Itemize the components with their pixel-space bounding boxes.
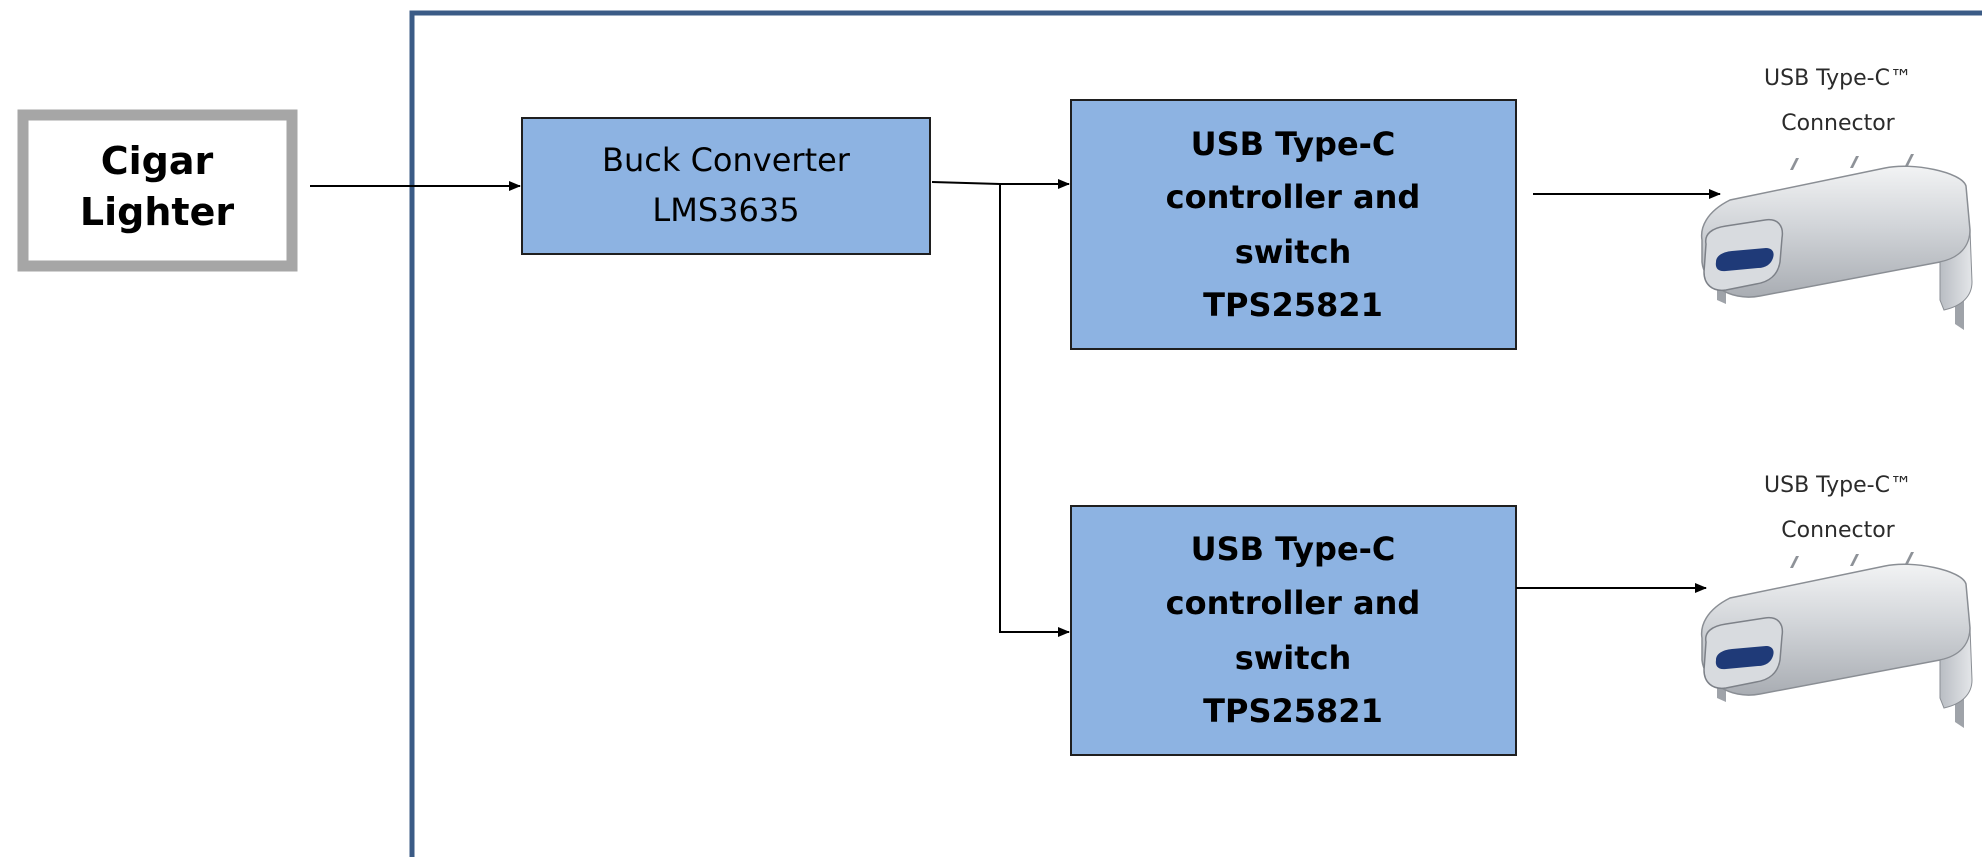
controller-block-1: USB Type-C controller and switch TPS2582… xyxy=(1070,99,1517,350)
usb-c-connector-2-image xyxy=(1700,552,1973,728)
controller-2-line-2: controller and xyxy=(1166,584,1421,622)
controller-block-2: USB Type-C controller and switch TPS2582… xyxy=(1070,505,1517,756)
controller-1-line-4: TPS25821 xyxy=(1203,286,1383,324)
arrow-buck-to-controller-2 xyxy=(999,184,1070,637)
controller-1-line-2: controller and xyxy=(1166,178,1421,216)
controller-1-line-3: switch xyxy=(1235,233,1352,271)
connector-2-label-line-2: Connector xyxy=(1781,518,1895,543)
connector-1-label-line-1: USB Type-C™ xyxy=(1764,66,1912,91)
connector-1-label-line-2: Connector xyxy=(1781,111,1895,136)
enclosure-border xyxy=(409,10,1982,857)
usb-c-connector-1-image xyxy=(1700,154,1973,330)
source-block: Cigar Lighter xyxy=(17,109,298,272)
controller-2-line-3: switch xyxy=(1235,639,1352,677)
controller-2-line-4: TPS25821 xyxy=(1203,692,1383,730)
buck-converter-block: Buck Converter LMS3635 xyxy=(521,117,931,255)
source-line-2: Lighter xyxy=(80,190,234,234)
arrow-buck-to-controller-1 xyxy=(931,179,1070,189)
controller-2-line-1: USB Type-C xyxy=(1191,530,1396,568)
connector-2-label-line-1: USB Type-C™ xyxy=(1764,473,1912,498)
controller-1-line-1: USB Type-C xyxy=(1191,125,1396,163)
source-line-1: Cigar xyxy=(101,139,214,183)
buck-line-2: LMS3635 xyxy=(652,191,799,229)
buck-line-1: Buck Converter xyxy=(602,141,851,179)
